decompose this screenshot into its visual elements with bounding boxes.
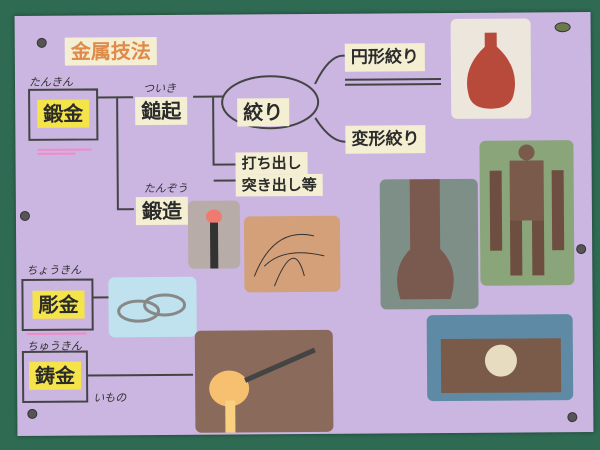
- chukin-ruby: ちゅうきん: [26, 339, 82, 353]
- chokin-label: 彫金: [32, 290, 85, 319]
- enkei-label: 円形絞り: [344, 43, 425, 72]
- tsukidashi-label: 突き出し等: [235, 173, 323, 197]
- chukin-note: いもの: [93, 391, 127, 405]
- robot-statue-photo: [379, 178, 479, 310]
- casting-photo: [194, 329, 334, 433]
- forging-photo: [187, 200, 241, 269]
- chokin-ruby: ちょうきん: [26, 263, 82, 277]
- shibori-label: 絞り: [237, 98, 290, 127]
- poster-title: 金属技法: [64, 37, 157, 66]
- tankin-label: 鍛金: [37, 99, 90, 128]
- robot-photo: [479, 140, 575, 286]
- uchidashi-label: 打ち出し: [235, 151, 308, 175]
- chukin-label: 鋳金: [28, 361, 82, 390]
- tanzo-label: 鍛造: [135, 196, 189, 226]
- henkei-label: 変形絞り: [345, 125, 426, 154]
- rings-photo: [108, 276, 197, 338]
- poster: 金属技法 たんきん 鍛金 ついき 鎚起 絞り 円形絞り 変形絞り 打ち出し 突き…: [14, 11, 594, 437]
- tsuiki-ruby: ついき: [143, 81, 177, 96]
- tanzo-ruby: たんぞう: [143, 181, 188, 196]
- tsuiki-label: 鎚起: [135, 96, 188, 126]
- hammering-photo: [243, 215, 341, 293]
- clock-building-photo: [426, 314, 574, 402]
- vase-photo: [450, 18, 532, 119]
- tankin-ruby: たんきん: [28, 75, 74, 89]
- connector-lines: [21, 54, 442, 403]
